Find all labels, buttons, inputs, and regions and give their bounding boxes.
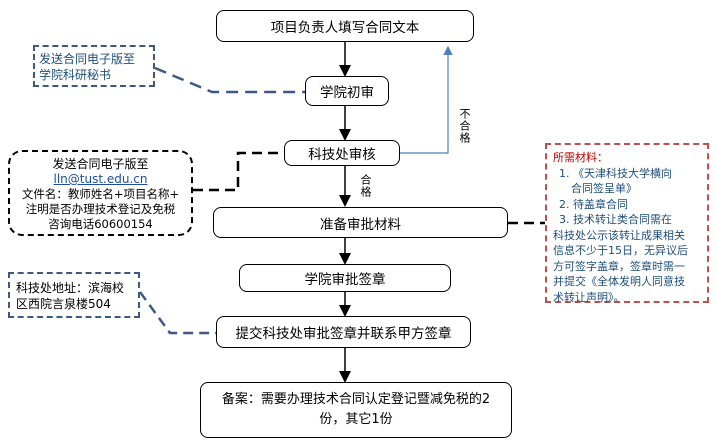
note-secretary-line1: 发送合同电子版至 — [39, 52, 136, 66]
note-materials-item3f: 术转让声明》。 — [553, 290, 625, 304]
note-materials-item1b: 合同签呈单》 — [571, 182, 637, 195]
step-college-review-label: 学院初审 — [320, 85, 374, 101]
note-materials-item1a: 1. 《天津科技大学横向 — [559, 166, 672, 180]
note-materials-item3c: 信息不少于15日，无异议后 — [553, 244, 688, 257]
note-materials-item3e: 并提交《全体发明人同意技 — [553, 275, 685, 288]
step-fill-contract: 项目负责人填写合同文本 — [216, 10, 474, 42]
step-submit-seal-label: 提交科技处审批签章并联系甲方签章 — [235, 326, 452, 342]
connector-email — [193, 151, 284, 192]
step-prepare-materials: 准备审批材料 — [213, 207, 508, 238]
step-prepare-materials-label: 准备审批材料 — [320, 216, 401, 233]
note-materials-item2: 2. 待盖章合同 — [559, 197, 628, 211]
note-materials-item3b: 科技处公示该转让成果相关 — [553, 228, 685, 242]
step-office-review: 科技处审核 — [284, 140, 400, 166]
step-filing-line1: 备案：需要办理技术合同认定登记暨减免税的2 — [221, 392, 491, 407]
step-office-review-label: 科技处审核 — [308, 147, 376, 163]
note-email-line4: 注明是否办理技术登记及免税 — [25, 202, 176, 216]
step-submit-seal: 提交科技处审批签章并联系甲方签章 — [216, 316, 471, 348]
note-secretary-line2: 学院科研秘书 — [39, 68, 112, 82]
note-secretary: 发送合同电子版至 学院科研秘书 — [33, 45, 155, 87]
arrow-fail-loop — [400, 45, 453, 154]
connector-secretary — [154, 66, 305, 94]
note-email-line5: 咨询电话60600154 — [48, 217, 153, 231]
step-filing: 备案：需要办理技术合同认定登记暨减免税的2 份，其它1份 — [200, 382, 512, 438]
note-email-line3: 文件名：教师姓名+项目名称+ — [21, 187, 180, 201]
label-pass: 合格 — [359, 174, 372, 198]
note-email-address[interactable]: lln@tust.edu.cn — [53, 172, 148, 186]
note-email: 发送合同电子版至 lln@tust.edu.cn 文件名：教师姓名+项目名称+ … — [8, 150, 193, 236]
note-email-line1: 发送合同电子版至 — [52, 157, 149, 171]
note-address-line1: 科技处地址：滨海校 — [16, 281, 125, 295]
step-college-seal-label: 学院审批签章 — [304, 272, 386, 288]
connector-address — [138, 291, 216, 335]
note-materials: 所需材料： 1. 《天津科技大学横向 合同签呈单》 2. 待盖章合同 3. 技术… — [545, 143, 709, 304]
step-filing-line2: 份，其它1份 — [319, 412, 393, 427]
step-fill-contract-label: 项目负责人填写合同文本 — [270, 20, 420, 36]
note-address-line2: 区西院言泉楼504 — [16, 297, 111, 311]
label-fail: 不合格 — [458, 108, 471, 144]
note-address: 科技处地址：滨海校 区西院言泉楼504 — [8, 272, 140, 318]
note-materials-item3a: 3. 技术转让类合同需在 — [559, 213, 672, 226]
note-materials-title: 所需材料： — [553, 151, 608, 164]
step-college-seal: 学院审批签章 — [239, 264, 451, 292]
step-college-review: 学院初审 — [305, 76, 389, 106]
note-materials-item3d: 方可签字盖章，签章时需一 — [553, 259, 685, 273]
